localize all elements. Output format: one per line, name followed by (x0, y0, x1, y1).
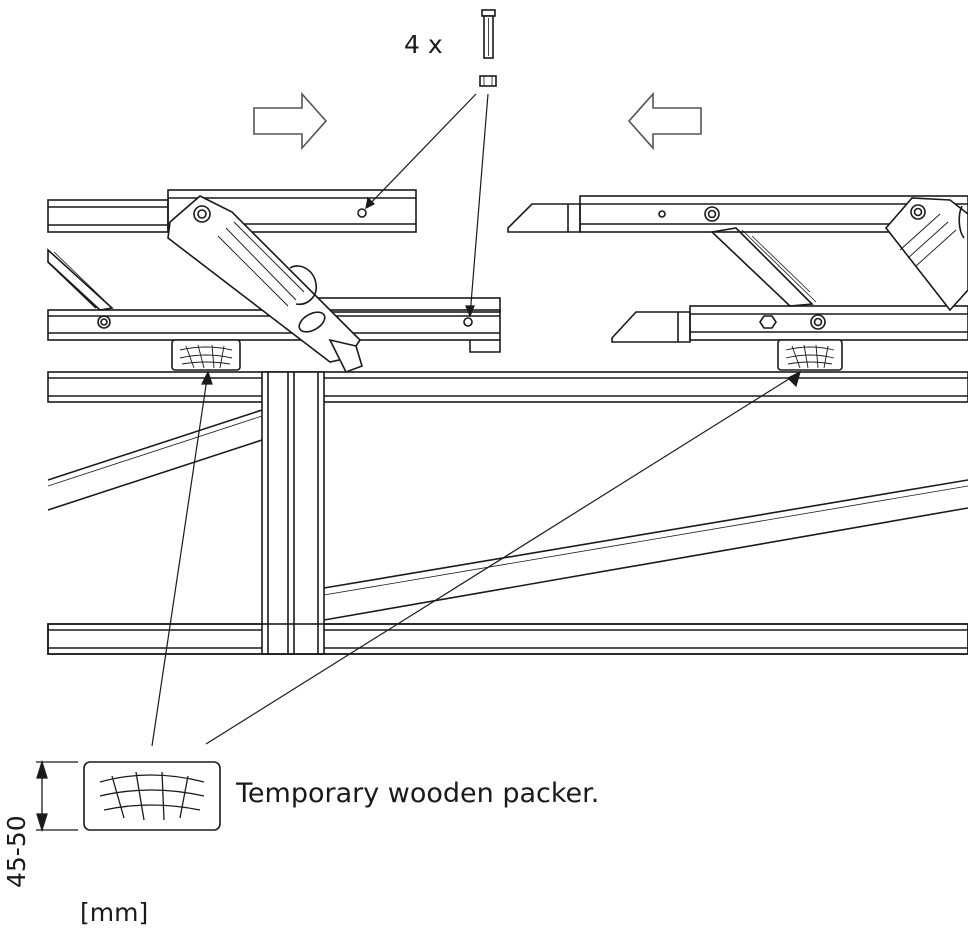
dimension-label: 45-50 (2, 815, 31, 888)
push-left-arrow-icon (627, 91, 702, 151)
packer-leader-lines (151, 370, 801, 747)
left-diagonal-brace (47, 248, 114, 311)
left-upper-rail (47, 189, 417, 233)
bolt-quantity-label: 4 x (404, 30, 443, 59)
wooden-packer-icon (83, 761, 221, 831)
push-right-arrow-icon (253, 91, 328, 151)
right-upper-rail (507, 195, 968, 233)
nut-icon (479, 75, 497, 87)
frame-vertical-post (47, 371, 968, 655)
bolt-icon (481, 9, 496, 59)
dimension-marker (36, 759, 78, 833)
right-hinge-arm (884, 197, 968, 312)
packer-note-label: Temporary wooden packer. (236, 778, 600, 809)
frame-top-beam (47, 371, 968, 403)
long-diagonal-brace (323, 479, 968, 621)
unit-label: [mm] (80, 898, 149, 927)
frame-bottom-beam (47, 623, 968, 655)
left-packer (171, 339, 241, 371)
bolt-leader-lines (365, 93, 489, 318)
right-diagonal-brace (710, 227, 817, 307)
right-lower-rail (611, 305, 968, 343)
left-hinge-arm (167, 195, 363, 374)
right-packer (777, 339, 843, 371)
left-cross-brace (47, 409, 263, 511)
